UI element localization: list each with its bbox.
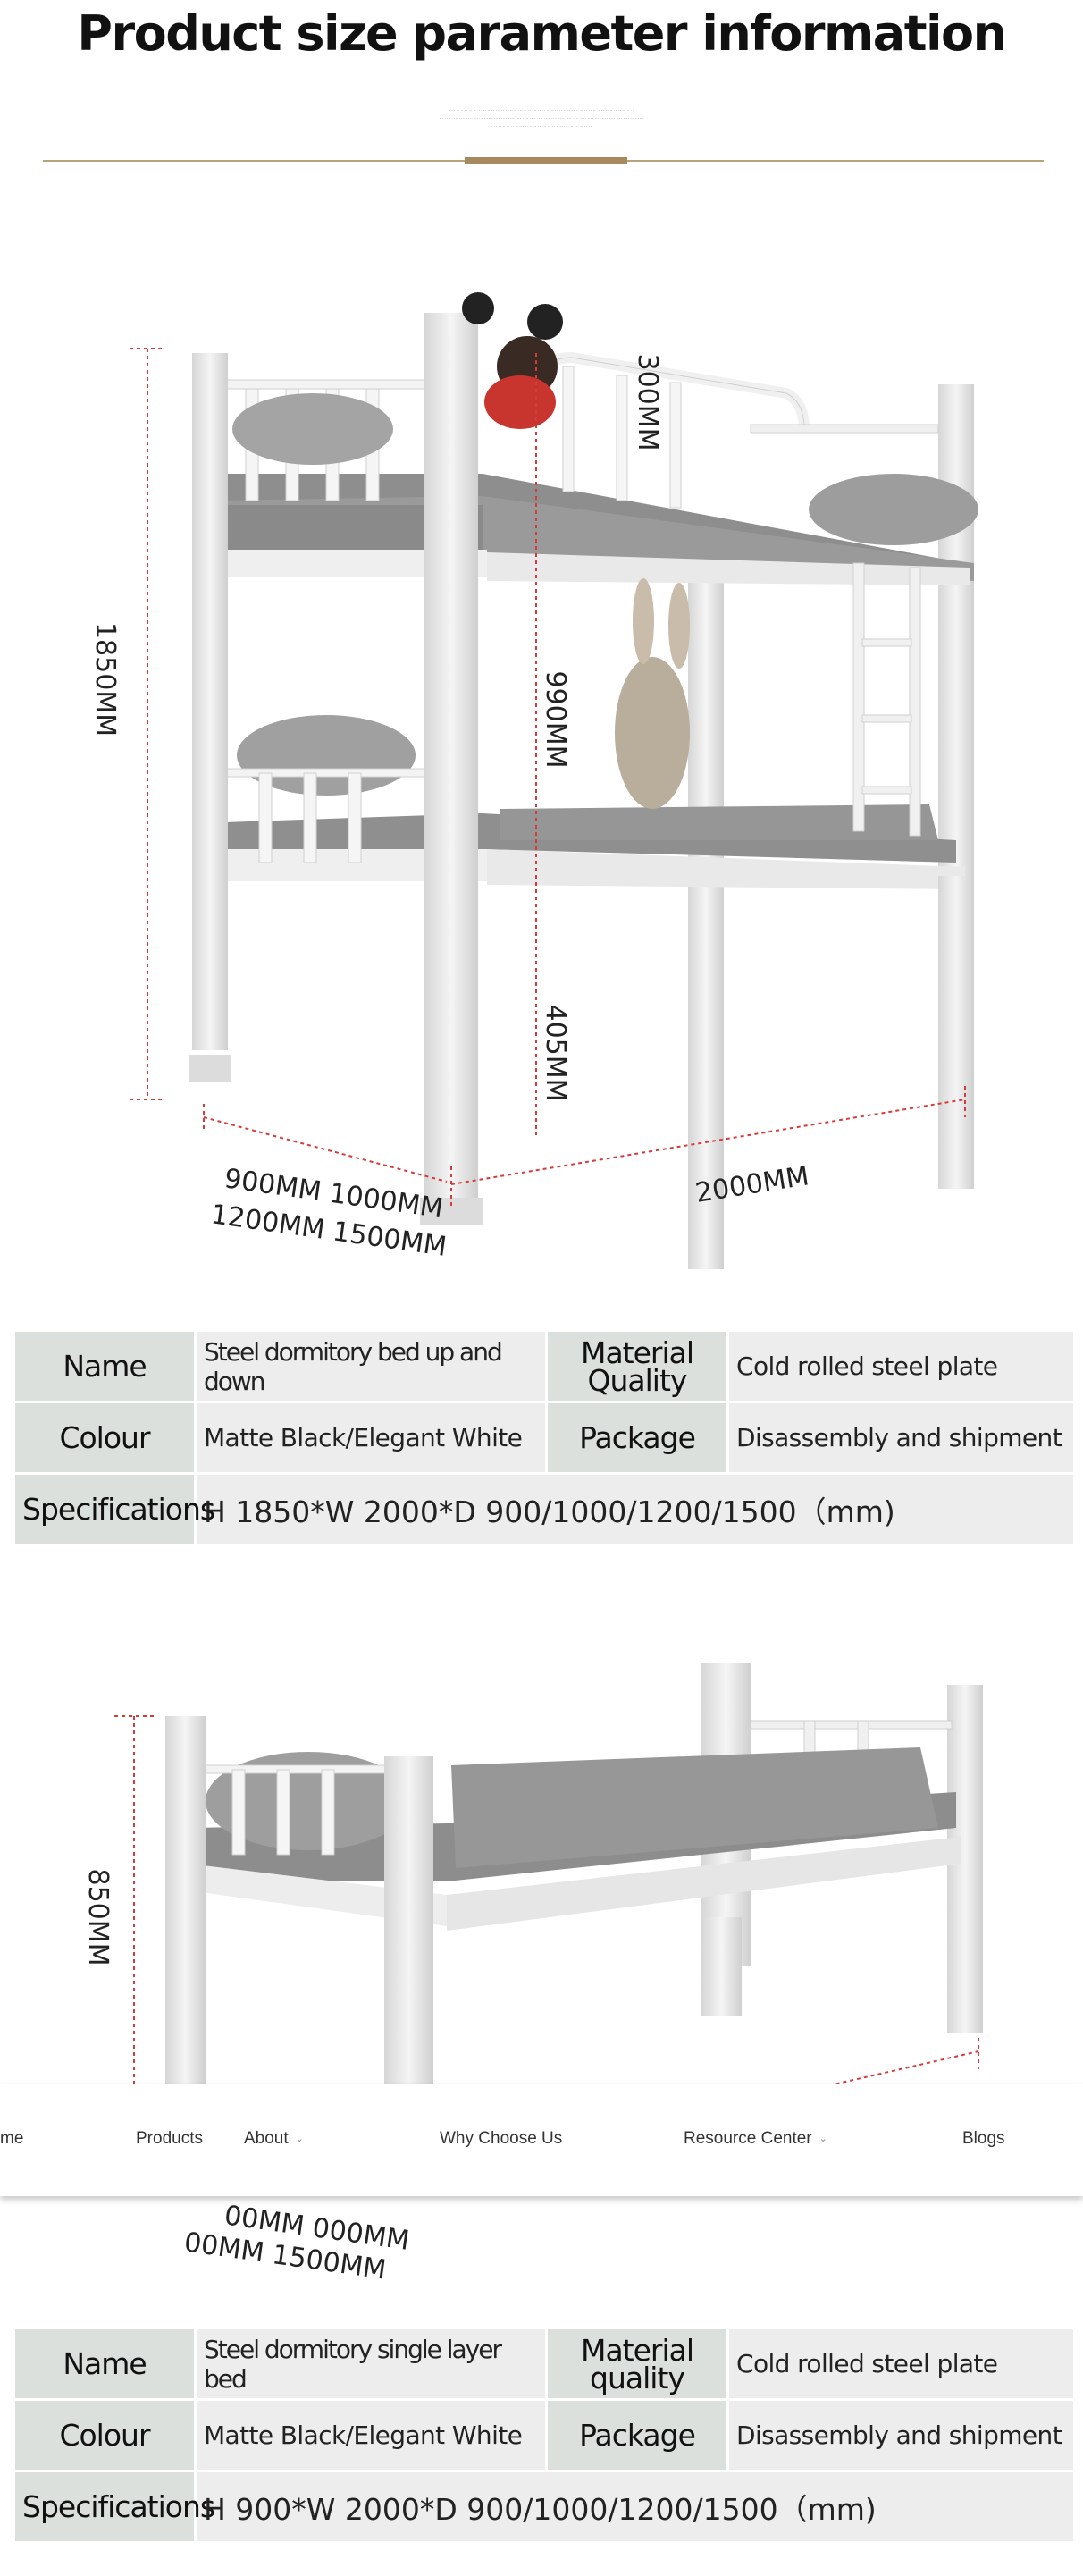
colour-value: Matte Black/Elegant White [197,2401,545,2470]
table-row: Specifications H 1850*W 2000*D 900/1000/… [15,1475,1073,1544]
table-row: Name Steel dormitory bed up and down Mat… [15,1332,1073,1401]
package-value: Disassembly and shipment [729,1403,1073,1472]
material-value: Cold rolled steel plate [729,1332,1073,1401]
bunk-bed-spec-table: Name Steel dormitory bed up and down Mat… [13,1329,1076,1546]
chevron-down-icon: ⌄ [295,2134,304,2144]
dimension-label-guard: 300MM [632,353,663,450]
subtitle-fine-print: ··· ···· ···· ···· ···· ···· ··· ···· ··… [439,116,644,122]
specifications-label: Specifications [15,2472,215,2541]
table-row: Name Steel dormitory single layer bed Ma… [15,2329,1073,2398]
nav-item-about[interactable]: About ⌄ [244,2129,304,2149]
package-value: Disassembly and shipment [729,2401,1073,2470]
page-title: Product size parameter information [77,5,1007,62]
name-label: Name [15,2329,194,2398]
bunk-bed-illustration: 1850MM 300MM 990MM 405MM 900MM 1000MM 12… [0,268,1083,1278]
dimension-label-floor: 405MM [540,1004,571,1101]
chevron-down-icon: ⌄ [819,2134,827,2144]
dimension-label-height: 1850MM [89,622,121,737]
specifications-value: H 1850*W 2000*D 900/1000/1200/1500（mm) [197,1475,1073,1544]
table-row: Colour Matte Black/Elegant White Package… [15,1403,1073,1472]
table-row: Colour Matte Black/Elegant White Package… [15,2401,1073,2470]
name-label: Name [15,1332,194,1401]
colour-value: Matte Black/Elegant White [197,1403,545,1472]
colour-label: Colour [15,2401,194,2470]
package-label: Package [548,1403,726,1472]
nav-item-label: About [244,2129,289,2148]
name-value: Steel dormitory single layer bed [197,2329,545,2398]
nav-item-label: Resource Center [684,2129,812,2148]
subtitle-fine-print: · ·· ·· ·· ·· ·· ·· ··· ·· ·· ·· ··· ·· … [449,108,634,114]
site-navbar: me Products About ⌄ Why Choose Us Resourc… [0,2084,1083,2196]
nav-item-why-choose-us[interactable]: Why Choose Us [440,2129,563,2148]
specifications-value: H 900*W 2000*D 900/1000/1200/1500（mm) [197,2472,1073,2541]
table-row: Specifications H 900*W 2000*D 900/1000/1… [15,2472,1073,2541]
subtitle-fine-print: · ·· ·· ·· ·· ·· ·· ··· ·· ·· ·· ··· ·· … [491,124,592,130]
dimension-lines [130,348,966,1207]
specifications-label: Specifications [15,1475,215,1544]
material-value: Cold rolled steel plate [729,2329,1073,2398]
single-bed-frame [165,1663,983,2176]
nav-item-resource-center[interactable]: Resource Center ⌄ [684,2129,827,2149]
dimension-label-height: 850MM [82,1868,113,1966]
nav-item-home[interactable]: me [0,2129,24,2148]
single-bed-illustration: 850MM [0,1649,1083,2293]
nav-item-products[interactable]: Products [136,2129,203,2148]
material-label: Material quality [548,2329,726,2398]
colour-label: Colour [15,1403,194,1472]
material-label: Material Quality [548,1332,726,1401]
single-bed-width-labels: 00MM 000MM 00MM 1500MM [182,2200,411,2279]
name-value: Steel dormitory bed up and down [197,1332,545,1401]
dimension-label-clearance: 990MM [540,670,571,768]
single-bed-spec-table: Name Steel dormitory single layer bed Ma… [13,2327,1076,2544]
package-label: Package [548,2401,726,2470]
divider-accent [465,157,627,164]
bunk-bed-frame [189,292,978,1269]
dimension-lines [114,1715,979,2151]
nav-item-blogs[interactable]: Blogs [962,2129,1005,2148]
